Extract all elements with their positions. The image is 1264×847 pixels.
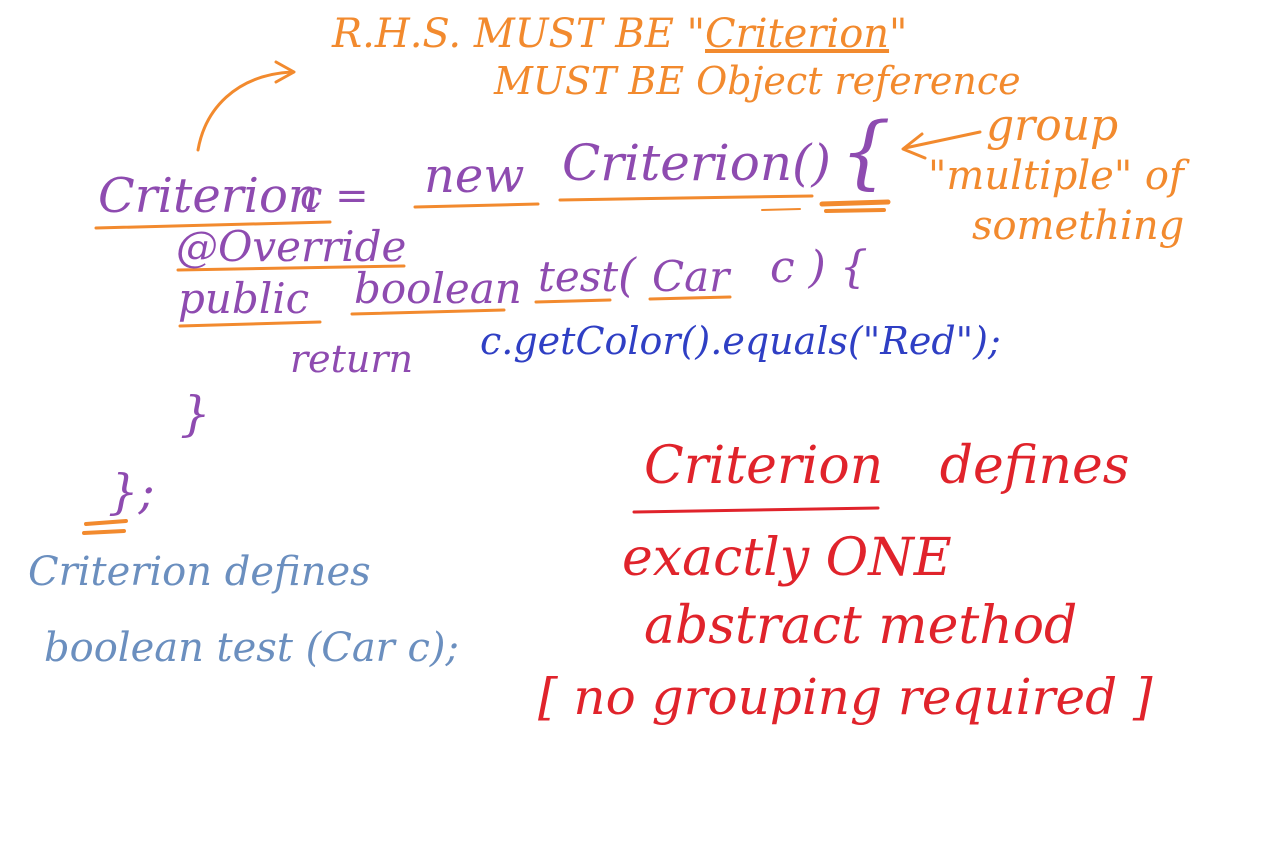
- rhs-note-line1: R.H.S. MUST BE "Criterion": [332, 14, 907, 54]
- right-note-line4: [ no grouping required ]: [538, 668, 1153, 726]
- rhs-suffix: ": [889, 11, 908, 57]
- param-type: Car: [652, 252, 730, 301]
- return-keyword: return: [290, 337, 414, 381]
- decl-type: Criterion: [98, 168, 319, 224]
- left-arrow-head: [901, 132, 927, 160]
- return-expression: c.getColor().equals("Red");: [480, 319, 1001, 363]
- underline-boolean: [350, 308, 506, 316]
- left-note-line2: boolean test (Car c);: [44, 625, 459, 671]
- underline-brace-1: [819, 199, 891, 207]
- underline-override: [176, 264, 406, 272]
- rhs-note-line2: MUST BE Object reference: [494, 59, 1021, 103]
- boolean-keyword: boolean: [354, 264, 522, 313]
- public-keyword: public: [178, 274, 310, 323]
- left-arrow: [903, 130, 982, 150]
- right-note-line1: Criterion defines: [644, 440, 1129, 492]
- decl-var: c =: [300, 173, 369, 219]
- curved-arrow-head: [274, 60, 296, 84]
- param-close: c ) {: [770, 242, 868, 293]
- right-note-criterion: Criterion: [644, 436, 884, 496]
- method-name: test: [538, 252, 619, 301]
- group-note-line2: "multiple" of: [928, 153, 1184, 199]
- underline-car: [648, 295, 732, 301]
- underline-test: [534, 298, 612, 304]
- underline-new: [413, 202, 540, 209]
- group-note-line3: something: [972, 203, 1185, 249]
- close-class-brace: };: [108, 464, 155, 520]
- close-method-brace: }: [180, 386, 211, 442]
- rhs-word: Criterion: [705, 11, 890, 57]
- underline-brace-2: [824, 208, 886, 213]
- right-note-line3: abstract method: [644, 596, 1078, 656]
- override-annotation: @Override: [176, 222, 407, 271]
- right-note-line2: exactly ONE: [622, 528, 952, 588]
- underline-close-2: [82, 529, 126, 535]
- underline-criterion-word: [761, 208, 801, 211]
- right-note-defines: defines: [939, 436, 1130, 496]
- underline-close-1: [84, 519, 128, 526]
- new-keyword: new: [424, 148, 525, 204]
- param-open: (: [618, 248, 636, 302]
- curved-arrow: [196, 70, 294, 152]
- underline-ctor: [558, 194, 814, 202]
- constructor-call: Criterion(): [562, 134, 832, 192]
- rhs-prefix: R.H.S. MUST BE ": [332, 11, 706, 57]
- open-brace: {: [840, 105, 891, 198]
- left-note-line1: Criterion defines: [28, 549, 371, 595]
- underline-criterion: [94, 220, 332, 230]
- underline-public: [178, 320, 322, 328]
- underline-red-criterion: [632, 506, 880, 514]
- group-note-line1: group: [986, 100, 1119, 151]
